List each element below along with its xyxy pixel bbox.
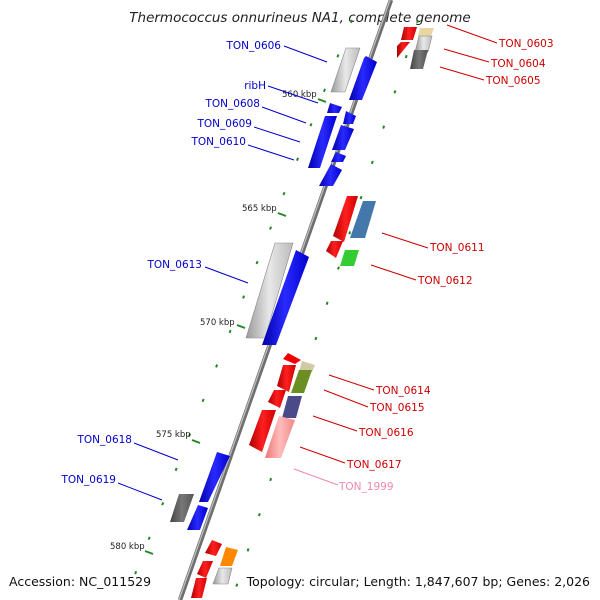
minus-strand-genes xyxy=(170,47,377,530)
label-ton0604: TON_0604 xyxy=(490,58,546,70)
leader-ton0618 xyxy=(133,442,179,461)
gene-ton0614-top xyxy=(283,353,301,364)
label-ton0608: TON_0608 xyxy=(204,98,260,110)
label-ribh: ribH xyxy=(244,80,266,92)
label-ton0617: TON_0617 xyxy=(346,459,402,471)
gene-ton0618 xyxy=(199,452,230,502)
minus-tick-track xyxy=(124,19,353,600)
leader-ribh xyxy=(267,85,319,104)
gene-grey-bottom xyxy=(212,567,233,585)
leader-ton0615 xyxy=(323,389,369,408)
leader-ton0614 xyxy=(328,374,375,391)
leader-ton0619 xyxy=(117,482,163,501)
gene-ton0609-b xyxy=(332,125,354,150)
gene-ton0617 xyxy=(265,416,295,458)
label-ton0609: TON_0609 xyxy=(196,118,252,130)
accession-text: Accession: NC_011529 xyxy=(9,574,152,589)
gene-ton0608 xyxy=(343,111,356,124)
leader-ton0610 xyxy=(247,144,295,161)
leader-ton0612 xyxy=(370,264,417,281)
gene-ton0606 xyxy=(330,47,361,93)
topology-text: Topology: circular; Length: 1,847,607 bp… xyxy=(246,574,590,589)
leader-ton0606 xyxy=(283,45,328,63)
gene-ton0614 xyxy=(277,365,296,392)
gene-ton0604-b xyxy=(414,35,433,53)
gene-ton0609 xyxy=(308,116,337,168)
label-ton0611: TON_0611 xyxy=(429,242,485,254)
leader-ton0608 xyxy=(261,106,307,124)
gene-ton0612 xyxy=(340,250,359,266)
tick-label-575: 575 kbp xyxy=(156,430,191,440)
gene-ton0603 xyxy=(401,27,417,40)
leader-ton0613 xyxy=(204,266,249,284)
gene-orange xyxy=(220,547,238,566)
gene-ton0610-b xyxy=(319,164,342,186)
gene-ton0604 xyxy=(397,42,410,58)
gene-ton0610 xyxy=(331,152,346,162)
leader-ton0617 xyxy=(299,446,346,464)
label-ton0615: TON_0615 xyxy=(369,402,425,414)
leader-ton0603 xyxy=(446,24,498,44)
label-ton0618: TON_0618 xyxy=(76,434,132,446)
gene-ton0606-b xyxy=(349,56,377,100)
leader-ton1999 xyxy=(293,468,339,486)
gene-ton0605 xyxy=(410,50,428,69)
leader-ton0605 xyxy=(439,66,485,81)
gene-ton0616-red xyxy=(249,410,276,452)
tick-label-560: 560 kbp xyxy=(282,90,317,100)
label-ton0603: TON_0603 xyxy=(498,38,554,50)
gene-ton0619-dark xyxy=(170,494,194,522)
label-ton0619: TON_0619 xyxy=(60,474,116,486)
gene-ton0615 xyxy=(291,370,312,393)
leader-ton0604 xyxy=(443,48,490,63)
gene-ribh xyxy=(327,103,342,113)
leader-ton0611 xyxy=(381,232,429,249)
gene-ton0611-red xyxy=(333,196,358,242)
tick-label-570: 570 kbp xyxy=(200,318,235,328)
gene-ton0616 xyxy=(282,396,302,418)
gene-ton0615-b xyxy=(268,390,286,408)
leader-ton0616 xyxy=(312,415,358,432)
label-ton0612: TON_0612 xyxy=(417,275,473,287)
label-ton0610: TON_0610 xyxy=(190,136,246,148)
label-ton1999: TON_1999 xyxy=(338,481,394,493)
label-ton0606: TON_0606 xyxy=(225,40,281,52)
gene-ton0613 xyxy=(262,250,309,345)
label-ton0616: TON_0616 xyxy=(358,427,414,439)
gene-red-a xyxy=(205,540,222,556)
tick-label-580: 580 kbp xyxy=(110,542,145,552)
tick-label-565: 565 kbp xyxy=(242,204,277,214)
gene-red-b xyxy=(197,561,213,578)
label-ton0614: TON_0614 xyxy=(375,385,431,397)
leader-ton0609 xyxy=(253,126,301,143)
kbp-markers: 560 kbp 565 kbp 570 kbp 575 kbp 580 kbp xyxy=(110,90,327,555)
gene-ton0611 xyxy=(350,201,376,238)
label-ton0613: TON_0613 xyxy=(146,259,202,271)
gene-ton0611-small xyxy=(326,241,343,258)
gene-ton0619 xyxy=(187,505,208,530)
label-ton0605: TON_0605 xyxy=(485,75,541,87)
gene-ton0603-b xyxy=(418,28,434,36)
plus-strand-genes xyxy=(191,27,434,598)
gene-red-c xyxy=(191,578,207,598)
gene-ton0614-b xyxy=(299,361,315,372)
